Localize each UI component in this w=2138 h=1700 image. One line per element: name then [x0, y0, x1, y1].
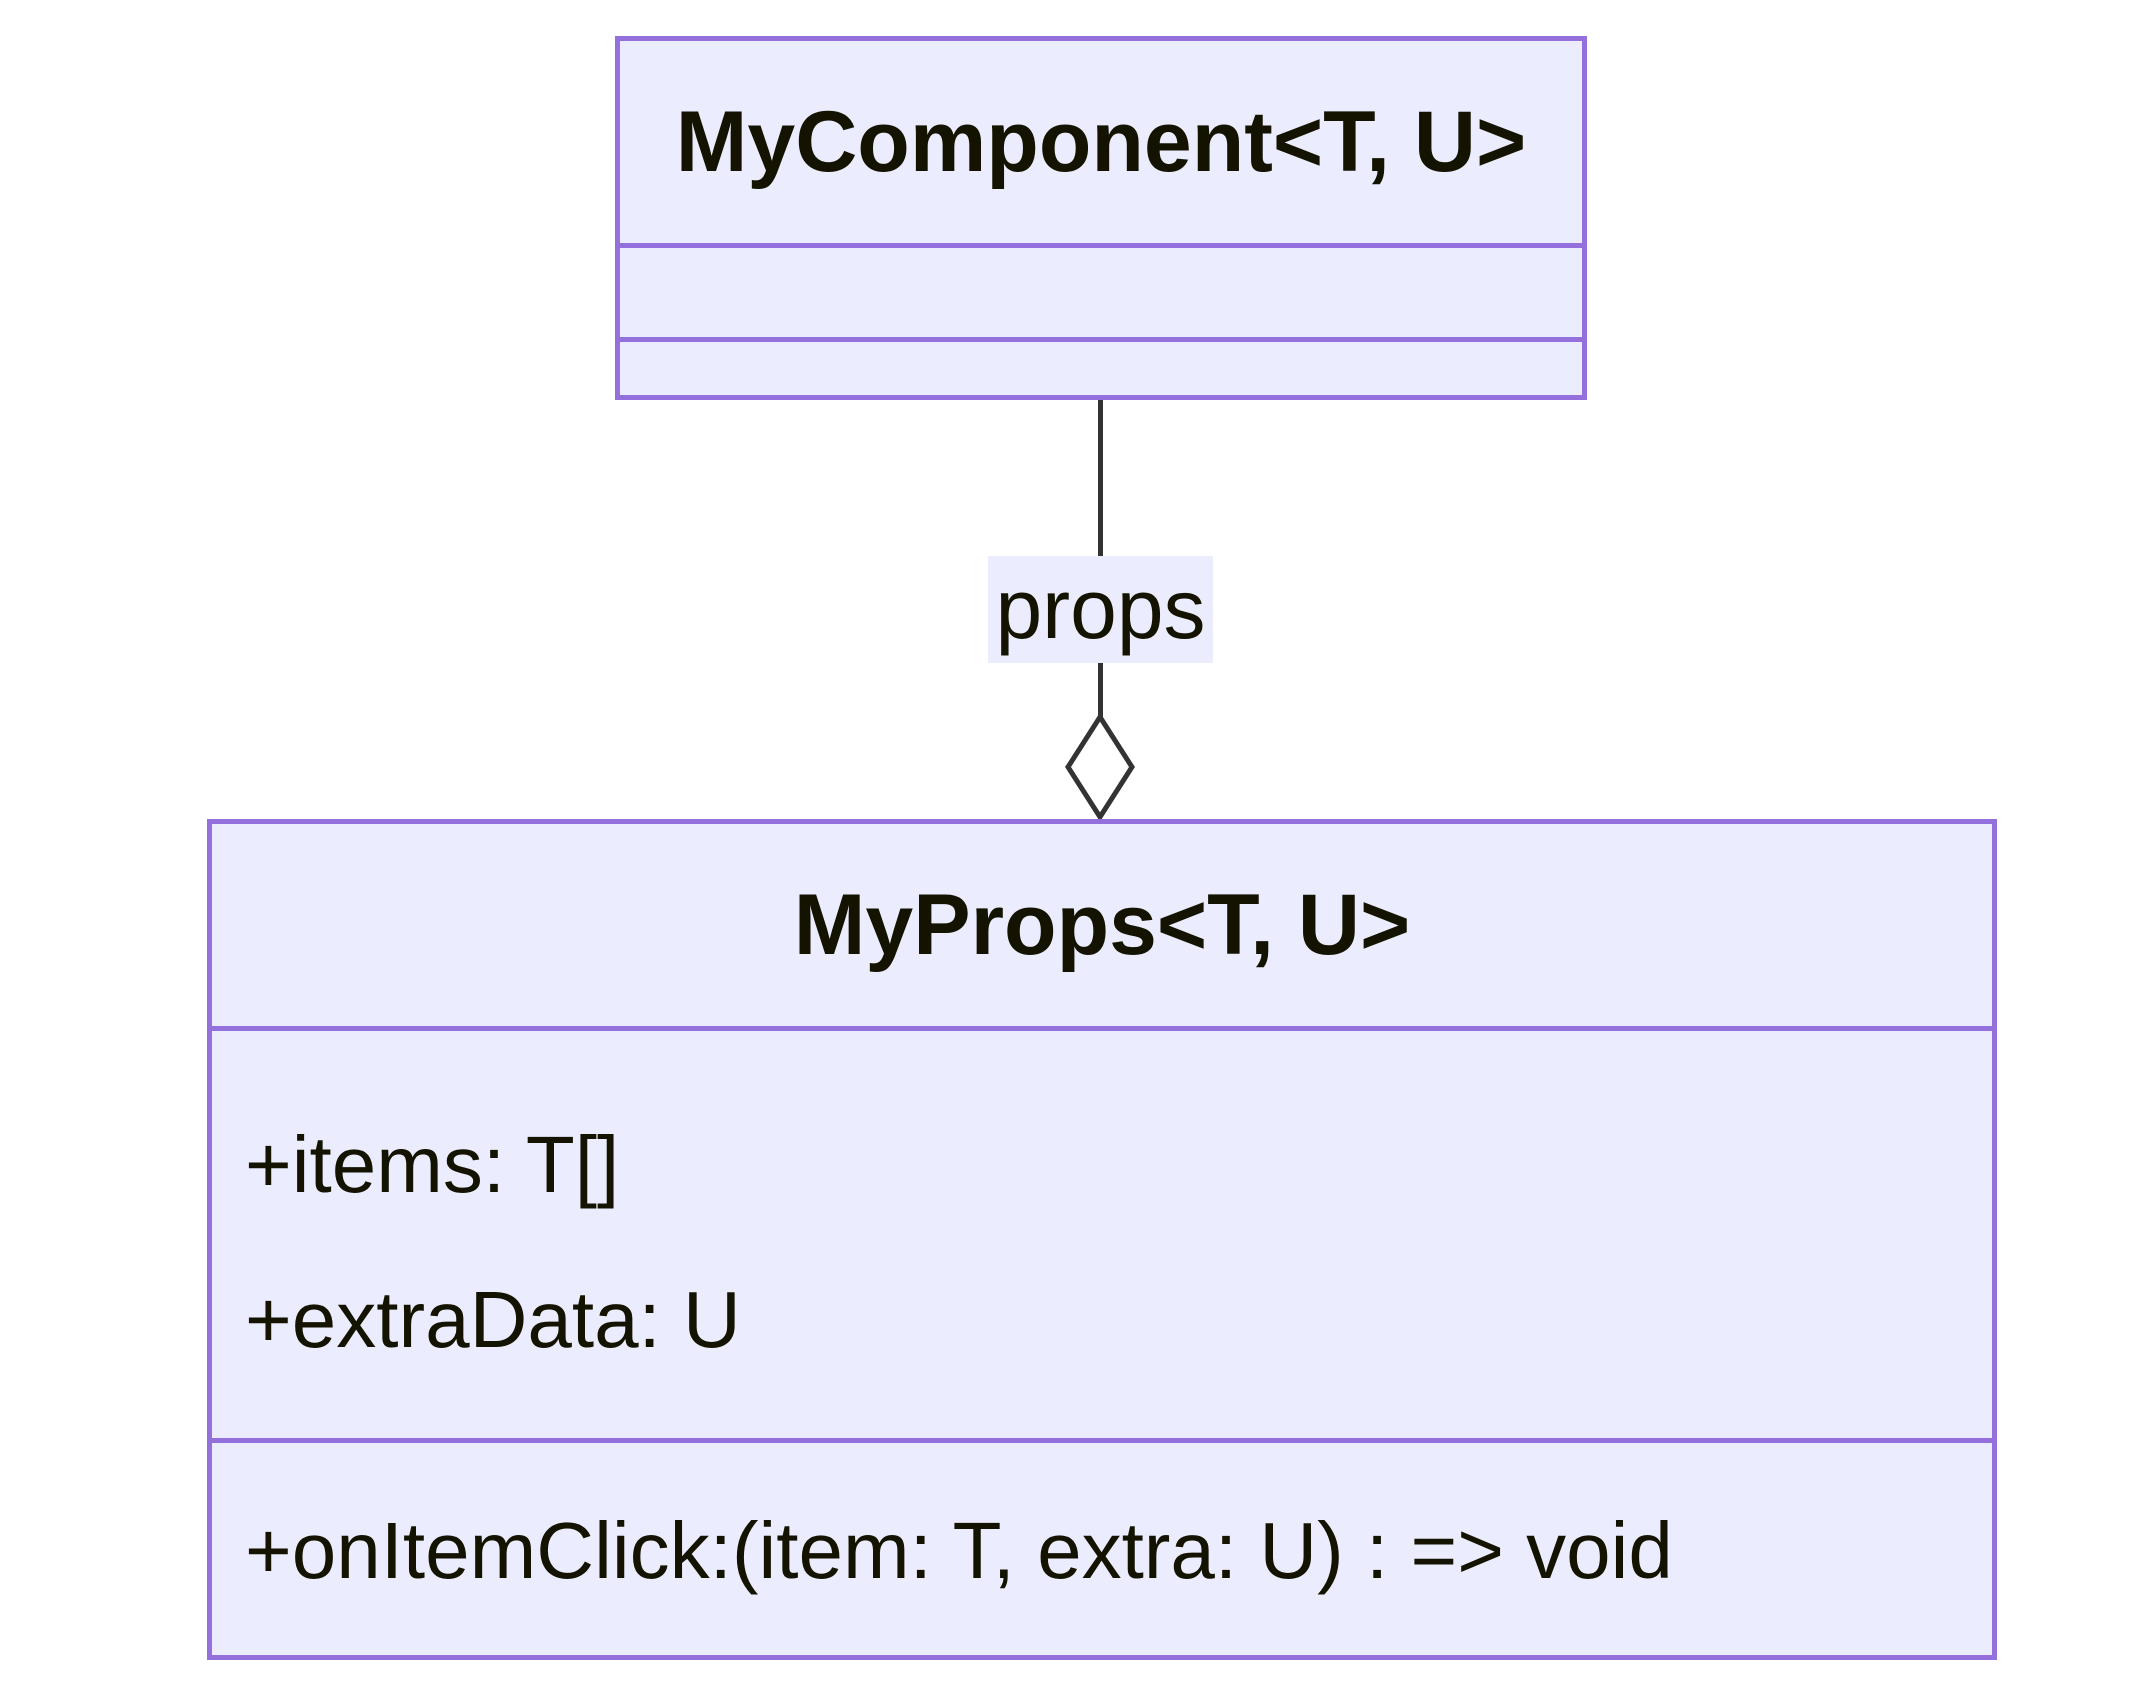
class-node-myprops: MyProps<T, U> +items: T[] +extraData: U … [207, 819, 1997, 1660]
member-row: +extraData: U [245, 1275, 741, 1364]
myprops-methods-section: +onItemClick:(item: T, extra: U) : => vo… [212, 1438, 1992, 1655]
aggregation-diamond-icon [1065, 714, 1135, 820]
class-node-mycomponent: MyComponent<T, U> [615, 36, 1587, 400]
mycomponent-methods-section [620, 337, 1582, 395]
myprops-attributes-section: +items: T[] +extraData: U [212, 1026, 1992, 1438]
member-row: +onItemClick:(item: T, extra: U) : => vo… [245, 1506, 1673, 1595]
class-title-myprops: MyProps<T, U> [793, 876, 1411, 973]
edge-label-props: props [988, 556, 1213, 663]
mycomponent-attributes-section [620, 243, 1582, 337]
member-row: +items: T[] [245, 1120, 620, 1209]
class-title-mycomponent: MyComponent<T, U> [675, 93, 1527, 190]
